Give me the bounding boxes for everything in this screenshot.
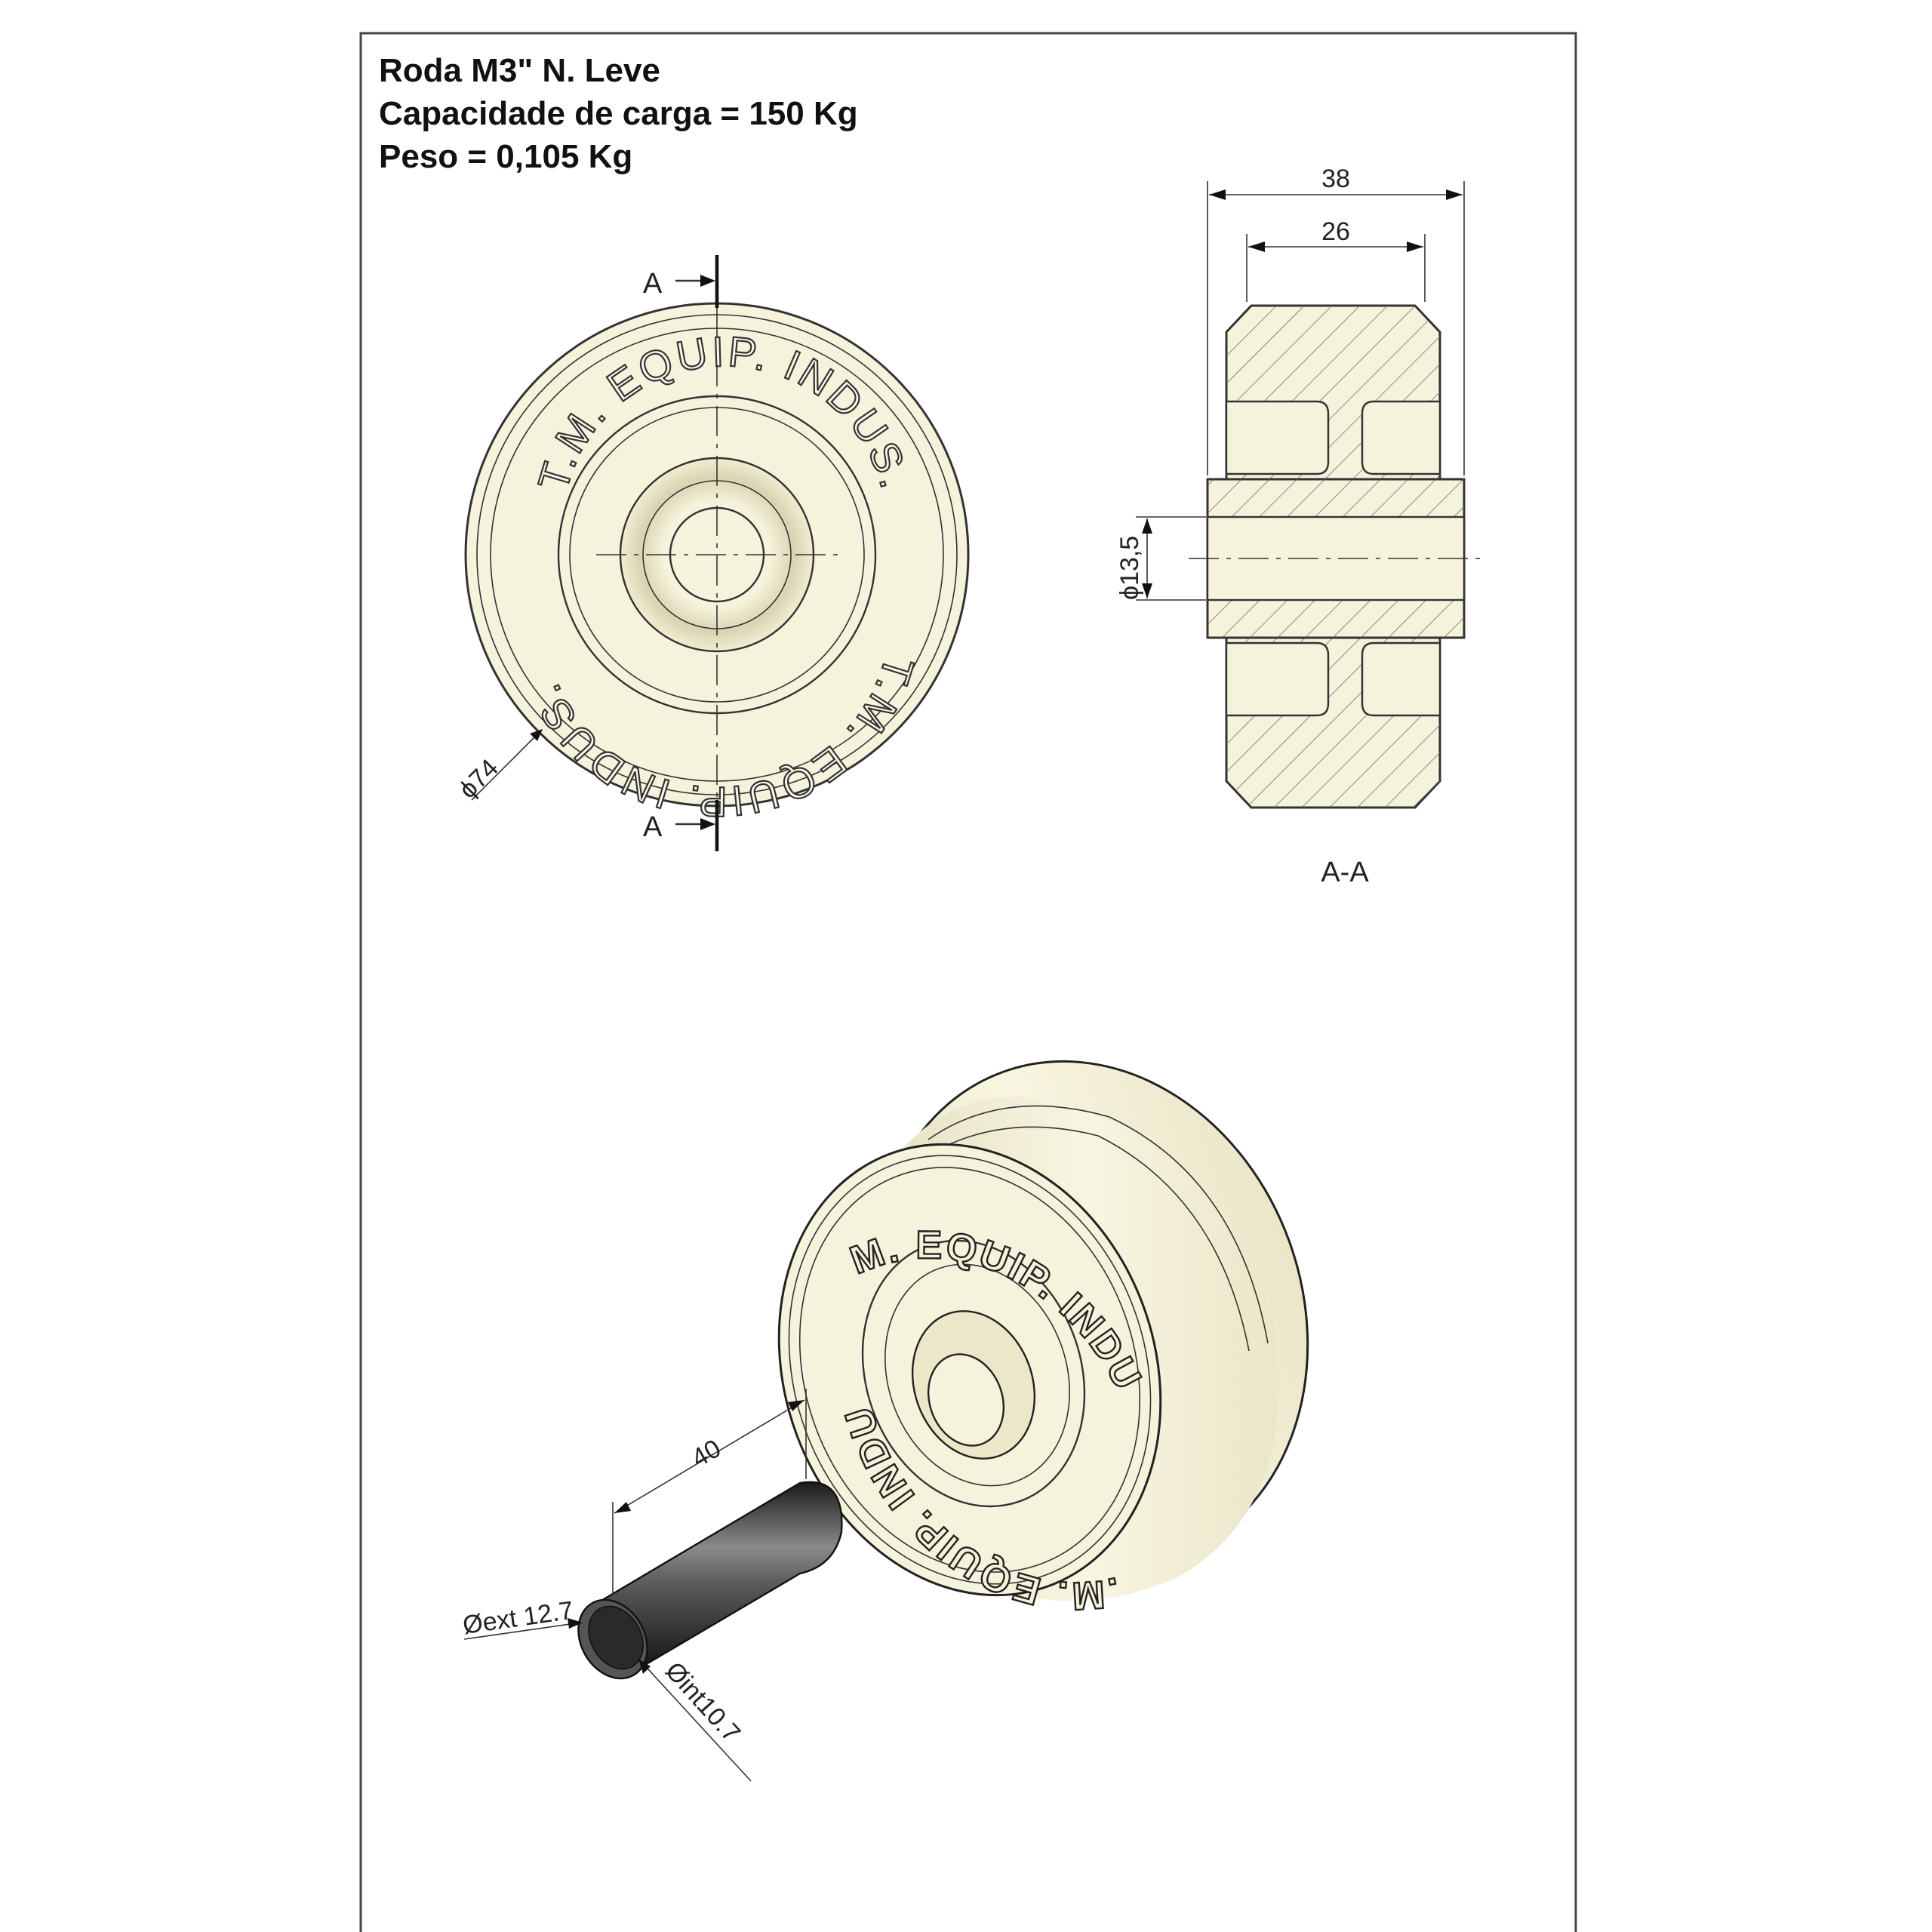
section-view-label: A-A [1321, 857, 1369, 888]
pocket-upper-right [1361, 400, 1441, 475]
section-mark-top: A [643, 268, 663, 300]
bushing-dim-arrow-right [788, 1400, 804, 1411]
drawing-frame [359, 32, 1577, 1932]
width-hub-label: 26 [1321, 217, 1350, 246]
bushing-ext-label: Øext 12.7 [461, 1596, 575, 1640]
iso-web-inner-ring [884, 1263, 1070, 1487]
arrow-38-right [1446, 189, 1463, 200]
bore-diameter-label: ϕ13,5 [1115, 536, 1144, 600]
section-view: 38 26 ϕ13,5 A-A [1115, 165, 1483, 888]
pocket-lower-left [1225, 641, 1330, 717]
bushing-dim-line [614, 1399, 805, 1514]
section-mark-bottom: A [643, 811, 663, 843]
bushing-ext-leader [463, 1622, 582, 1640]
bushing-int-label: Øint10.7 [660, 1657, 746, 1748]
section-arrowhead-top [700, 275, 715, 287]
bushing-ext-arrow [568, 1618, 583, 1629]
arrow-26-right [1407, 242, 1423, 252]
iso-tread-line-1 [928, 1105, 1269, 1344]
section-arrowhead-bottom [700, 818, 715, 830]
title-line-1: Roda M3" N. Leve [379, 52, 660, 89]
pocket-lower-right [1361, 641, 1441, 717]
arrow-bore-bottom [1142, 583, 1152, 598]
arrow-26-left [1248, 242, 1265, 252]
diameter-label: ϕ74 [454, 754, 504, 804]
bushing-int-leader [639, 1660, 752, 1782]
iso-front-face-ring [798, 1167, 1141, 1573]
front-view: T.M. EQUIP. INDUS. T.M. EQUIP. INDUS. A … [454, 255, 970, 853]
bushing-dim-arrow-left [614, 1502, 631, 1513]
arrow-38-left [1209, 189, 1226, 200]
iso-view: T.M. EQUIP. INDUS T.M. EQUIP. INDUS 40 Ø… [0, 0, 1309, 1782]
diameter-leader [471, 730, 542, 801]
iso-web-ring [861, 1239, 1086, 1508]
diameter-arrowhead [530, 729, 543, 741]
iso-front-rim-ring [788, 1155, 1152, 1585]
bushing-end-inner [588, 1605, 644, 1670]
iso-tread-line-2 [916, 1126, 1250, 1352]
title-line-3: Peso = 0,105 Kg [379, 138, 632, 175]
bushing-body [586, 1481, 843, 1669]
width-outer-label: 38 [1321, 165, 1350, 193]
pocket-upper-left [1225, 400, 1330, 475]
title-line-2: Capacidade de carga = 150 Kg [379, 95, 858, 132]
arrow-bore-top [1142, 518, 1152, 534]
iso-hub-bore [927, 1353, 1005, 1447]
bushing-int-arrow [638, 1659, 651, 1674]
